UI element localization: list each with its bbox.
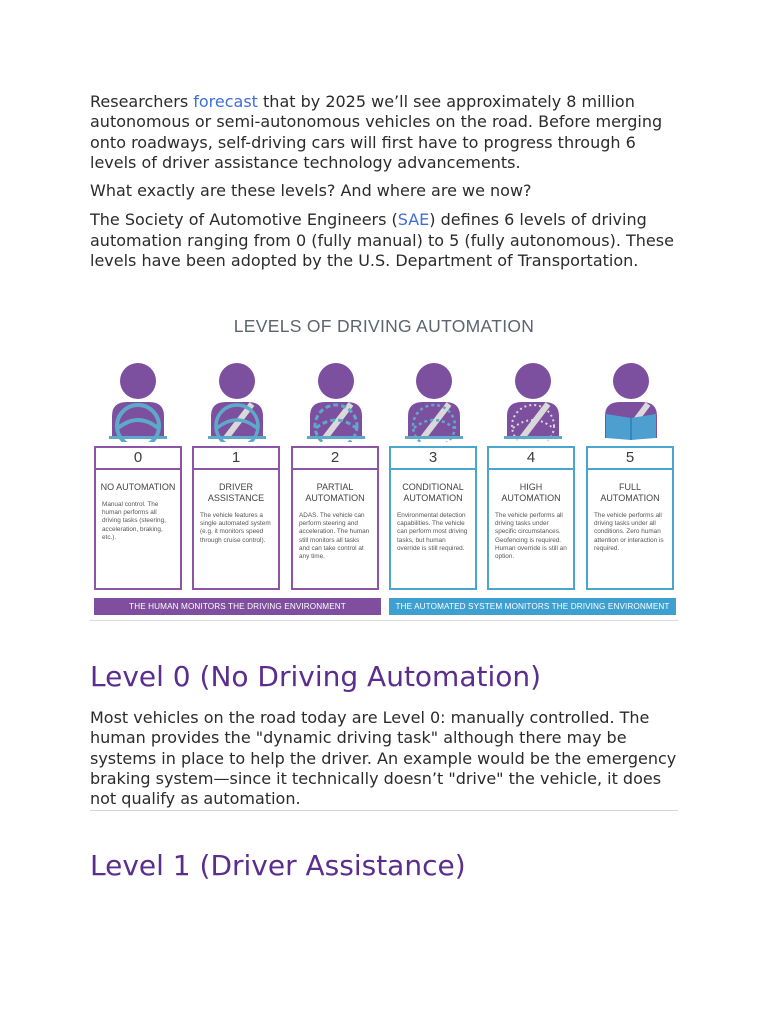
- level-description: The vehicle performs all driving tasks u…: [594, 512, 664, 552]
- level-name: PARTIAL AUTOMATION: [305, 482, 365, 503]
- intro-p3-text-a: The Society of Automotive Engineers (: [90, 210, 398, 230]
- intro-p1-text-b: that by 2025 we’ll see approximately 8 m…: [90, 92, 663, 172]
- levels-infographic: LEVELS OF DRIVING AUTOMATION: [90, 312, 678, 622]
- human-monitors-bar: THE HUMAN MONITORS THE DRIVING ENVIRONME…: [94, 598, 381, 615]
- level-number: 5: [588, 448, 672, 470]
- level-card-1: 1 DRIVER ASSISTANCE The vehicle features…: [192, 446, 280, 590]
- level-number: 2: [293, 448, 377, 470]
- system-monitors-bar: THE AUTOMATED SYSTEM MONITORS THE DRIVIN…: [389, 598, 676, 615]
- level-card-4: 4 HIGH AUTOMATION The vehicle performs a…: [487, 446, 575, 590]
- sae-link[interactable]: SAE: [397, 210, 430, 230]
- level-name: DRIVER ASSISTANCE: [207, 482, 265, 503]
- level-card-0: 0 NO AUTOMATION Manual control. The huma…: [94, 446, 182, 590]
- level-name: HIGH AUTOMATION: [501, 482, 561, 503]
- driver-figure-5: [598, 358, 664, 442]
- intro-paragraph-1: Researchers forecast that by 2025 we’ll …: [90, 92, 678, 173]
- level-card-2: 2 PARTIAL AUTOMATION ADAS. The vehicle c…: [291, 446, 379, 590]
- level-description: ADAS. The vehicle can perform steering a…: [299, 512, 370, 561]
- level-number: 0: [96, 448, 180, 470]
- intro-p3-text-b: ) defines 6 levels of driving automation…: [90, 210, 674, 271]
- driver-figure-2: [303, 358, 369, 449]
- driver-figure-0: [105, 358, 171, 449]
- intro-paragraph-3: The Society of Automotive Engineers (SAE…: [90, 210, 678, 271]
- section-divider: [90, 810, 678, 811]
- infographic-divider: [90, 620, 678, 621]
- level-description: Environmental detection capabilities. Th…: [397, 512, 468, 552]
- level-description: The vehicle performs all driving tasks u…: [495, 512, 567, 561]
- driver-figure-1: [204, 358, 270, 449]
- level-1-heading: Level 1 (Driver Assistance): [90, 849, 466, 882]
- level-name: FULL AUTOMATION: [600, 482, 660, 503]
- level-0-heading: Level 0 (No Driving Automation): [90, 660, 542, 693]
- level-number: 1: [194, 448, 278, 470]
- level-number: 3: [391, 448, 475, 470]
- driver-figure-4: [500, 358, 566, 448]
- level-description: The vehicle features a single automated …: [200, 512, 271, 544]
- level-description: Manual control. The human performs all d…: [102, 501, 166, 541]
- level-number: 4: [489, 448, 573, 470]
- intro-text: Researchers forecast that by 2025 we’ll …: [90, 92, 678, 271]
- level-0-paragraph: Most vehicles on the road today are Leve…: [90, 708, 677, 809]
- level-name: CONDITIONAL AUTOMATION: [402, 482, 464, 503]
- level-card-3: 3 CONDITIONAL AUTOMATION Environmental d…: [389, 446, 477, 590]
- intro-p1-text-a: Researchers: [90, 92, 194, 111]
- forecast-link[interactable]: forecast: [193, 92, 258, 111]
- level-card-5: 5 FULL AUTOMATION The vehicle performs a…: [586, 446, 674, 590]
- infographic-title: LEVELS OF DRIVING AUTOMATION: [233, 316, 535, 336]
- intro-paragraph-2: What exactly are these levels? And where…: [90, 181, 532, 201]
- level-name: NO AUTOMATION: [100, 482, 176, 492]
- driver-figure-3: [401, 358, 467, 449]
